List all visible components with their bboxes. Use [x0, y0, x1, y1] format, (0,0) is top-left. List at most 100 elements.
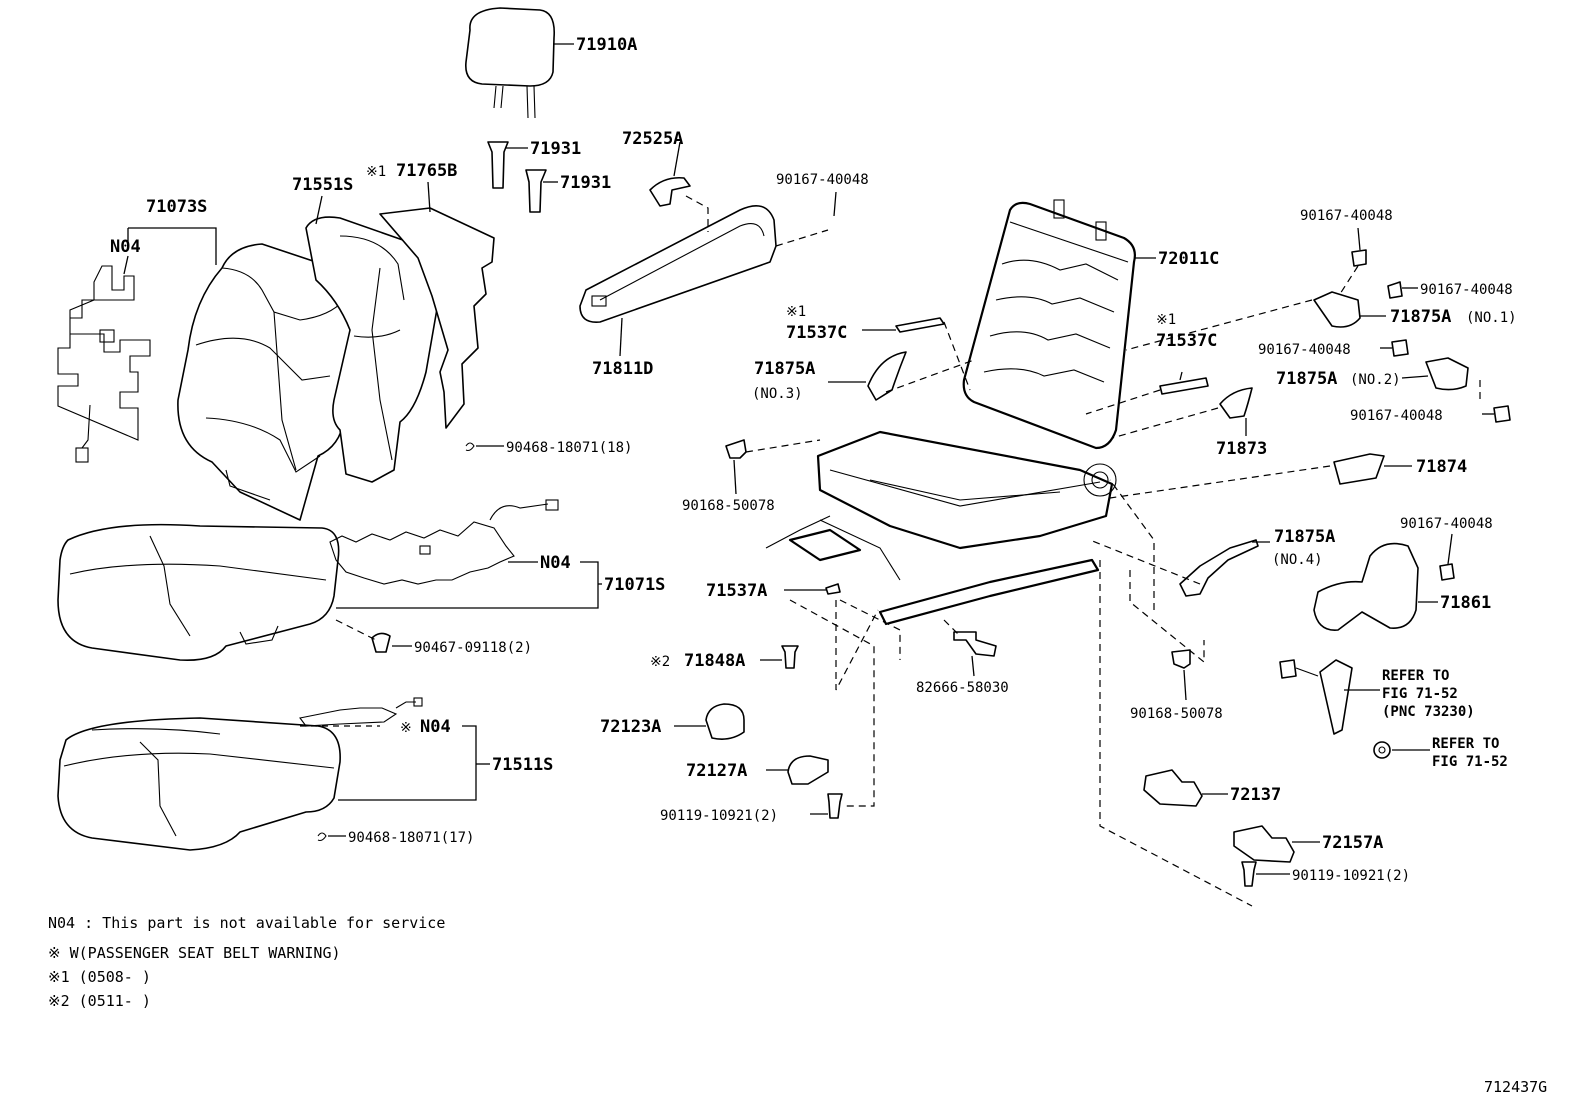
- headrest-guide-a: [487, 141, 509, 189]
- label-71875a-no3: 71875A: [754, 359, 815, 379]
- upper-back-pad: [379, 207, 495, 429]
- bolt-left: [725, 439, 747, 459]
- spring-c-left: [895, 317, 945, 333]
- label-72127a: 72127A: [686, 761, 747, 781]
- label-71875a-no2: 71875A: [1276, 369, 1337, 389]
- label-72525a: 72525A: [622, 129, 683, 149]
- screw-r4: [1493, 405, 1511, 423]
- label-no1: (NO.1): [1466, 310, 1517, 326]
- spring-c-right: [1159, 377, 1209, 395]
- mark-71537c-right: ※1: [1156, 312, 1176, 328]
- label-71537c-right: 71537C: [1156, 331, 1217, 351]
- refer-nut: [1373, 741, 1391, 759]
- mark-sensor-mat: ※: [400, 720, 412, 736]
- label-71848a: 71848A: [684, 651, 745, 671]
- screw-r2: [1387, 281, 1403, 299]
- screw-bottom-right: [1241, 861, 1257, 887]
- seat-frame: [765, 199, 1136, 626]
- cover-72137: [1143, 769, 1203, 807]
- bolt-right: [1171, 649, 1191, 669]
- label-71537a: 71537A: [706, 581, 767, 601]
- refer1-line3: (PNC 73230): [1382, 704, 1475, 720]
- label-no4: (NO.4): [1272, 552, 1323, 568]
- label-90119-10921-right: 90119-10921(2): [1292, 868, 1410, 884]
- label-71910a: 71910A: [576, 35, 637, 55]
- label-no2: (NO.2): [1350, 372, 1401, 388]
- label-71071s: 71071S: [604, 575, 665, 595]
- screw-r3: [1391, 339, 1409, 357]
- label-90167-40048-71861: 90167-40048: [1400, 516, 1493, 532]
- part-labels: 71910A 71931 71931 ※1 71765B 71551S 7107…: [110, 35, 1517, 884]
- legend-line-mark2: ※2 (0511- ): [48, 992, 151, 1010]
- legend: N04 : This part is not available for ser…: [48, 914, 445, 1010]
- cushion-heater-n04: [329, 499, 559, 585]
- label-72137: 72137: [1230, 785, 1281, 805]
- screw-71848a: [781, 645, 799, 669]
- label-71874: 71874: [1416, 457, 1467, 477]
- label-90167-40048-r1: 90167-40048: [1300, 208, 1393, 224]
- label-90467-09118: 90467-09118(2): [414, 640, 532, 656]
- label-72123a: 72123A: [600, 717, 661, 737]
- back-cover: [177, 243, 359, 521]
- label-71511s: 71511S: [492, 755, 553, 775]
- spring-a: [825, 583, 841, 595]
- cover-72157a: [1233, 825, 1295, 863]
- label-71861: 71861: [1440, 593, 1491, 613]
- armrest-bracket: [649, 176, 691, 207]
- label-71931-b: 71931: [560, 173, 611, 193]
- hogring-back: [465, 442, 475, 452]
- label-82666-58030: 82666-58030: [916, 680, 1009, 696]
- label-71551s: 71551S: [292, 175, 353, 195]
- seatbelt-buckle: [1279, 659, 1353, 735]
- back-heater-n04: [57, 265, 151, 463]
- cushion-cover: [57, 523, 340, 662]
- label-90119-10921-left: 90119-10921(2): [660, 808, 778, 824]
- screw-bottom: [827, 793, 843, 819]
- label-71931-a: 71931: [530, 139, 581, 159]
- label-90168-50078-right: 90168-50078: [1130, 706, 1223, 722]
- cushion-pad: [57, 717, 341, 851]
- label-71873: 71873: [1216, 439, 1267, 459]
- cover-71873: [1219, 387, 1253, 419]
- label-90468-18071-18: 90468-18071(18): [506, 440, 632, 456]
- mark-71765b: ※1: [366, 164, 386, 180]
- label-71073s: 71073S: [146, 197, 207, 217]
- label-71811d: 71811D: [592, 359, 653, 379]
- assembly-lines: [335, 195, 1481, 907]
- cover-no1: [1313, 291, 1361, 328]
- shield-71861: [1313, 542, 1419, 631]
- refer2-line1: REFER TO: [1432, 736, 1499, 752]
- hogring-cushion: [317, 832, 327, 842]
- sensor-mat-n04: [299, 697, 423, 727]
- label-72011c: 72011C: [1158, 249, 1219, 269]
- knob-72127a: [787, 755, 829, 785]
- clip-cushion: [371, 632, 391, 653]
- headrest: [465, 7, 556, 119]
- label-no3: (NO.3): [752, 386, 803, 402]
- cover-no2: [1425, 357, 1469, 391]
- legend-line-passenger: ※ W(PASSENGER SEAT BELT WARNING): [48, 944, 341, 962]
- cover-71874: [1333, 453, 1385, 485]
- cover-no4: [1179, 539, 1259, 597]
- screw-r1: [1351, 249, 1367, 267]
- back-pad: [305, 216, 443, 483]
- mark-71848a: ※2: [650, 654, 670, 670]
- label-71875a-no4: 71875A: [1274, 527, 1335, 547]
- label-90167-40048-r4: 90167-40048: [1350, 408, 1443, 424]
- legend-line-n04: N04 : This part is not available for ser…: [48, 914, 445, 932]
- label-90167-40048-armrest: 90167-40048: [776, 172, 869, 188]
- legend-line-mark1: ※1 (0508- ): [48, 968, 151, 986]
- armrest: [579, 204, 777, 323]
- refer1-line2: FIG 71-52: [1382, 686, 1458, 702]
- refer1-line1: REFER TO: [1382, 668, 1449, 684]
- label-90167-40048-r2: 90167-40048: [1420, 282, 1513, 298]
- headrest-guide-b: [525, 169, 547, 213]
- label-n04-mat: N04: [420, 717, 451, 737]
- label-90168-50078-left: 90168-50078: [682, 498, 775, 514]
- label-72157a: 72157A: [1322, 833, 1383, 853]
- label-90468-18071-17: 90468-18071(17): [348, 830, 474, 846]
- label-71765b: 71765B: [396, 161, 457, 181]
- sensor-clip: [953, 631, 997, 657]
- screw-71861: [1439, 563, 1455, 581]
